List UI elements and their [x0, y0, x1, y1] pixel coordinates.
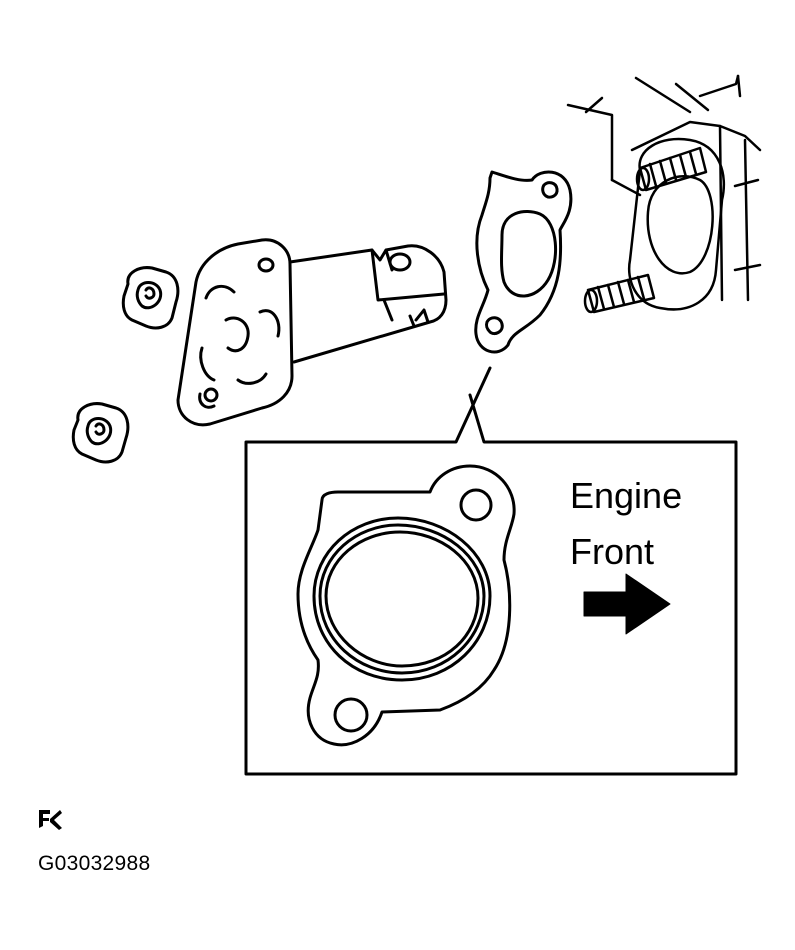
engine-housing [566, 74, 762, 311]
front-label: Front [570, 531, 655, 572]
upper-nut [121, 266, 180, 330]
figure-code: G03032988 [38, 852, 151, 875]
detail-callout [244, 366, 738, 776]
valve-body [176, 238, 448, 427]
detail-gasket [296, 464, 516, 747]
engine-label: Engine [570, 475, 683, 516]
lower-nut [71, 402, 130, 464]
right-arrow-icon [583, 573, 671, 635]
publisher-logo-icon [39, 810, 62, 830]
lower-stud [583, 273, 656, 314]
upper-stud [635, 146, 708, 192]
gasket [474, 170, 573, 354]
